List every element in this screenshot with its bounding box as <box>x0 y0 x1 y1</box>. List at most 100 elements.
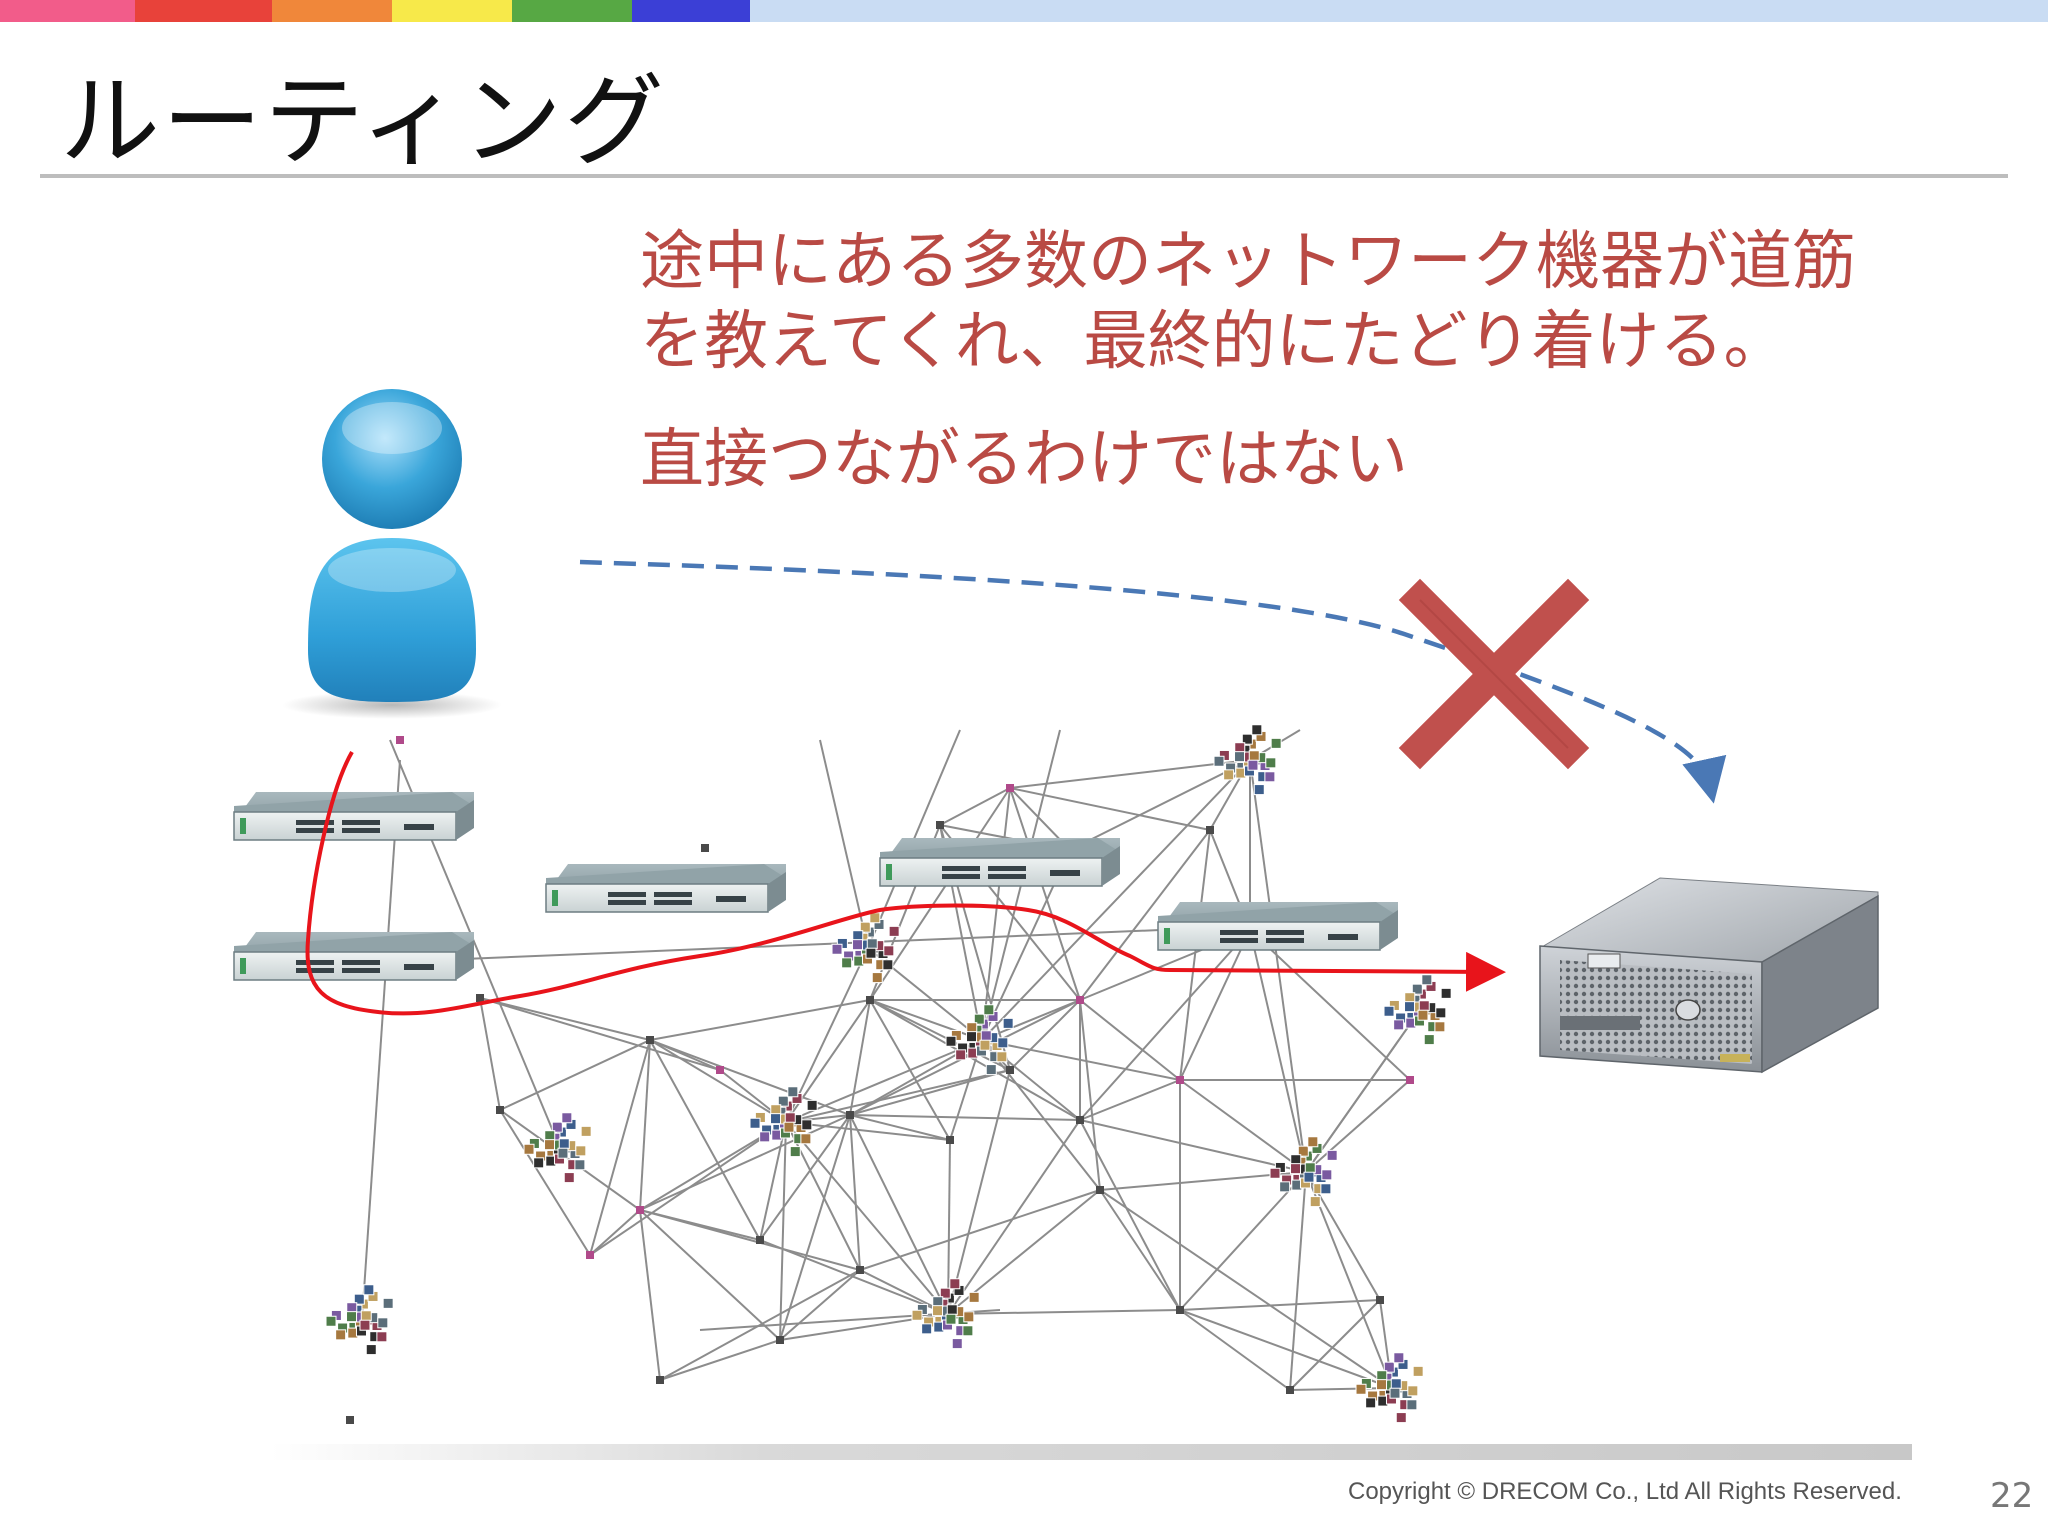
graph-edge <box>1079 829 1211 1001</box>
graph-edge <box>869 999 983 1041</box>
page-number: 22 <box>1990 1476 2034 1516</box>
graph-edge <box>819 739 869 949</box>
network-switch-icon <box>233 931 475 981</box>
graph-edge <box>869 999 951 1141</box>
graph-edge <box>1079 999 1181 1081</box>
graph-hub-node <box>911 1278 980 1350</box>
graph-edge <box>479 997 501 1111</box>
graph-edge <box>981 1039 1101 1191</box>
graph-edge <box>785 1069 1011 1123</box>
graph-node <box>1076 996 1084 1004</box>
graph-edge <box>1009 999 1081 1071</box>
graph-edge <box>1079 1119 1181 1311</box>
graph-edge <box>849 1114 1081 1121</box>
graph-edge <box>947 1069 1011 1315</box>
stripe-yellow <box>392 0 512 22</box>
slide-title: ルーティング <box>60 63 666 180</box>
graph-edge <box>1069 759 1251 851</box>
graph-edge <box>1179 829 1211 1081</box>
graph-edge <box>1099 1189 1181 1311</box>
routing-path <box>305 750 1506 1016</box>
graph-edge <box>981 999 1081 1041</box>
rack-server-icon <box>1539 877 1879 1074</box>
graph-edge <box>1305 1009 1421 1173</box>
graph-edge <box>939 787 1011 826</box>
graph-node <box>1176 1076 1184 1084</box>
graph-edge <box>1179 1079 1307 1173</box>
graph-node <box>1006 1066 1014 1074</box>
graph-hub-node <box>1383 974 1452 1046</box>
graph-edge <box>649 1039 787 1123</box>
graph-node <box>776 1336 784 1344</box>
color-stripe <box>0 0 2048 22</box>
cross-mark-icon <box>1398 578 1590 770</box>
graph-edge <box>479 997 651 1041</box>
graph-edge <box>1079 1079 1181 1121</box>
graph-edge <box>649 999 871 1041</box>
graph-edge <box>1079 999 1101 1191</box>
graph-node <box>936 821 944 829</box>
graph-edge <box>639 1209 661 1381</box>
graph-edge <box>1079 929 1251 1121</box>
graph-node <box>1376 1296 1384 1304</box>
graph-edge <box>759 1114 851 1241</box>
stripe-lightblue <box>750 0 2048 22</box>
graph-edge <box>1179 929 1251 1081</box>
graph-edge <box>659 1339 781 1381</box>
graph-node <box>346 1416 354 1424</box>
graph-node <box>646 1036 654 1044</box>
graph-edge <box>439 929 1161 961</box>
network-switch-icon <box>1157 901 1399 951</box>
graph-edge <box>639 1039 651 1211</box>
stripe-green <box>512 0 632 22</box>
graph-edge <box>1099 1189 1393 1389</box>
graph-edge <box>1305 1171 1393 1389</box>
graph-node <box>586 1251 594 1259</box>
graph-hub-node <box>1355 1352 1424 1424</box>
graph-edge <box>1009 759 1251 789</box>
graph-node <box>1286 1386 1294 1394</box>
graph-edge <box>1009 787 1081 1001</box>
stripe-pink <box>0 0 135 22</box>
graph-edge <box>779 1269 861 1341</box>
stripe-blue <box>632 0 750 22</box>
message-line-2: を教えてくれ、最終的にたどり着ける。 <box>640 305 1788 379</box>
direct-connection-path <box>579 559 1727 804</box>
graph-hub-node <box>523 1112 592 1184</box>
graph-node <box>1406 1076 1414 1084</box>
graph-edge <box>649 1039 761 1241</box>
graph-edge <box>639 1114 851 1211</box>
graph-edge <box>759 1239 949 1315</box>
graph-edge <box>639 1209 861 1271</box>
graph-edge <box>849 999 871 1116</box>
graph-edge <box>785 1121 951 1141</box>
graph-hub-node <box>1269 1136 1338 1208</box>
graph-edge <box>1179 1171 1307 1311</box>
graph-edge <box>1179 1299 1381 1311</box>
graph-edge <box>499 1109 591 1256</box>
graph-node <box>396 736 404 744</box>
graph-edge <box>589 1209 641 1256</box>
graph-edge <box>759 1121 787 1241</box>
graph-edge <box>361 759 401 1321</box>
graph-node <box>1096 1186 1104 1194</box>
graph-edge <box>869 999 1081 1121</box>
graph-node <box>716 1066 724 1074</box>
graph-node <box>1076 1116 1084 1124</box>
graph-edge <box>499 1039 651 1111</box>
graph-node <box>701 844 709 852</box>
graph-edge <box>947 1139 951 1315</box>
graph-edge <box>1289 1171 1307 1391</box>
message-line-1: 途中にある多数のネットワーク機器が道筋 <box>640 225 1856 299</box>
graph-edge <box>849 1114 951 1141</box>
network-switch-icon <box>879 837 1121 887</box>
graph-edge <box>1179 1309 1393 1389</box>
graph-node <box>856 1266 864 1274</box>
graph-hub-node <box>831 912 900 984</box>
graph-edge <box>947 1119 1081 1315</box>
graph-edge <box>1305 1079 1411 1173</box>
graph-node <box>656 1376 664 1384</box>
graph-node <box>846 1111 854 1119</box>
stripe-red <box>135 0 272 22</box>
graph-node <box>636 1206 644 1214</box>
